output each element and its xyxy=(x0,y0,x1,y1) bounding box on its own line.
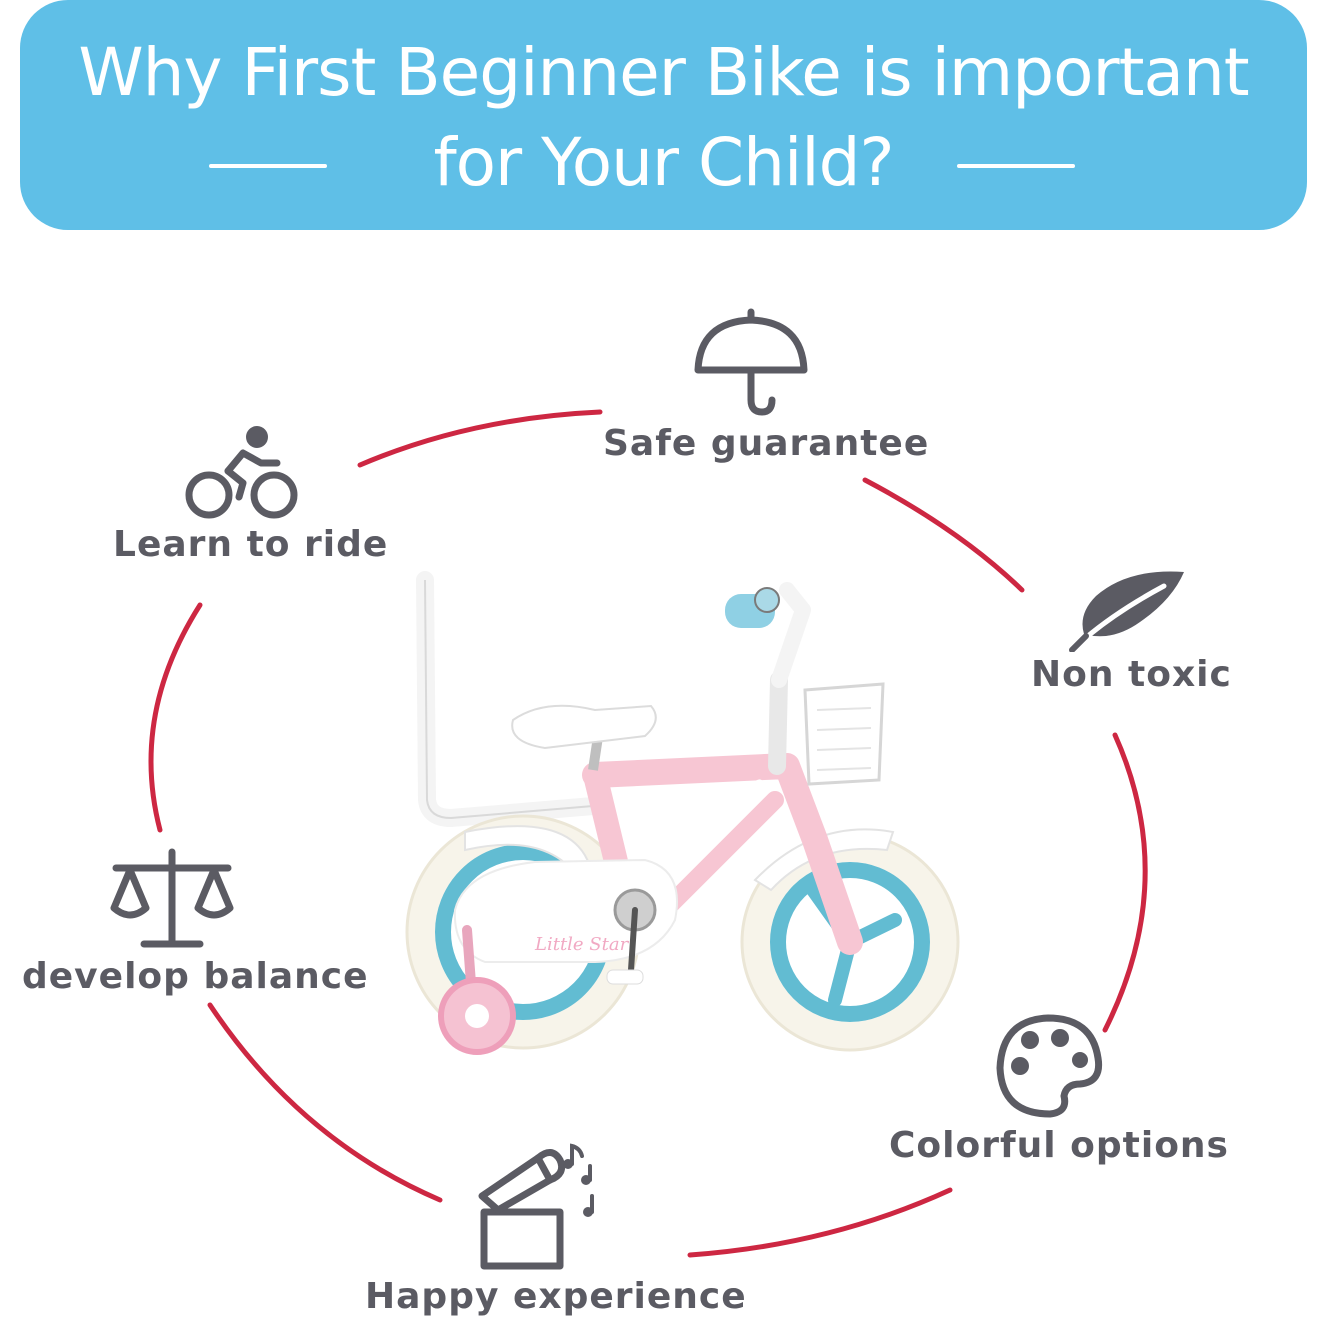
kids-bike-image: ACEGER Little Star xyxy=(405,571,960,1055)
ring-arc-lower-left xyxy=(207,1002,443,1203)
music-box-icon xyxy=(478,1143,594,1270)
balance-scale-icon xyxy=(110,848,234,948)
ring-arc-lower-right xyxy=(687,1187,953,1258)
feature-label-happy-experience: Happy experience xyxy=(365,1276,747,1317)
ring-arc-upper-right xyxy=(862,477,1025,593)
page-title-line-1: Why First Beginner Bike is important xyxy=(78,34,1249,111)
leaf-icon xyxy=(1069,571,1184,652)
cyclist-icon xyxy=(185,426,298,519)
feature-label-non-toxic: Non toxic xyxy=(1031,654,1232,695)
palette-icon xyxy=(996,1014,1103,1118)
page-title-line-2: for Your Child? xyxy=(433,124,894,201)
feature-label-learn-to-ride: Learn to ride xyxy=(113,524,389,565)
ring-arc-top xyxy=(357,409,603,468)
title-dash-left xyxy=(209,164,327,168)
feature-label-safe-guarantee: Safe guarantee xyxy=(603,423,930,464)
title-dash-right xyxy=(957,164,1075,168)
umbrella-icon xyxy=(694,308,808,416)
title-banner: Why First Beginner Bike is important for… xyxy=(20,0,1307,230)
bike-decal-text: Little Star xyxy=(534,934,630,955)
feature-label-colorful-options: Colorful options xyxy=(889,1125,1229,1166)
ring-arc-right xyxy=(1102,732,1148,1033)
ring-arc-left xyxy=(148,602,203,833)
feature-label-develop-balance: develop balance xyxy=(22,956,369,997)
